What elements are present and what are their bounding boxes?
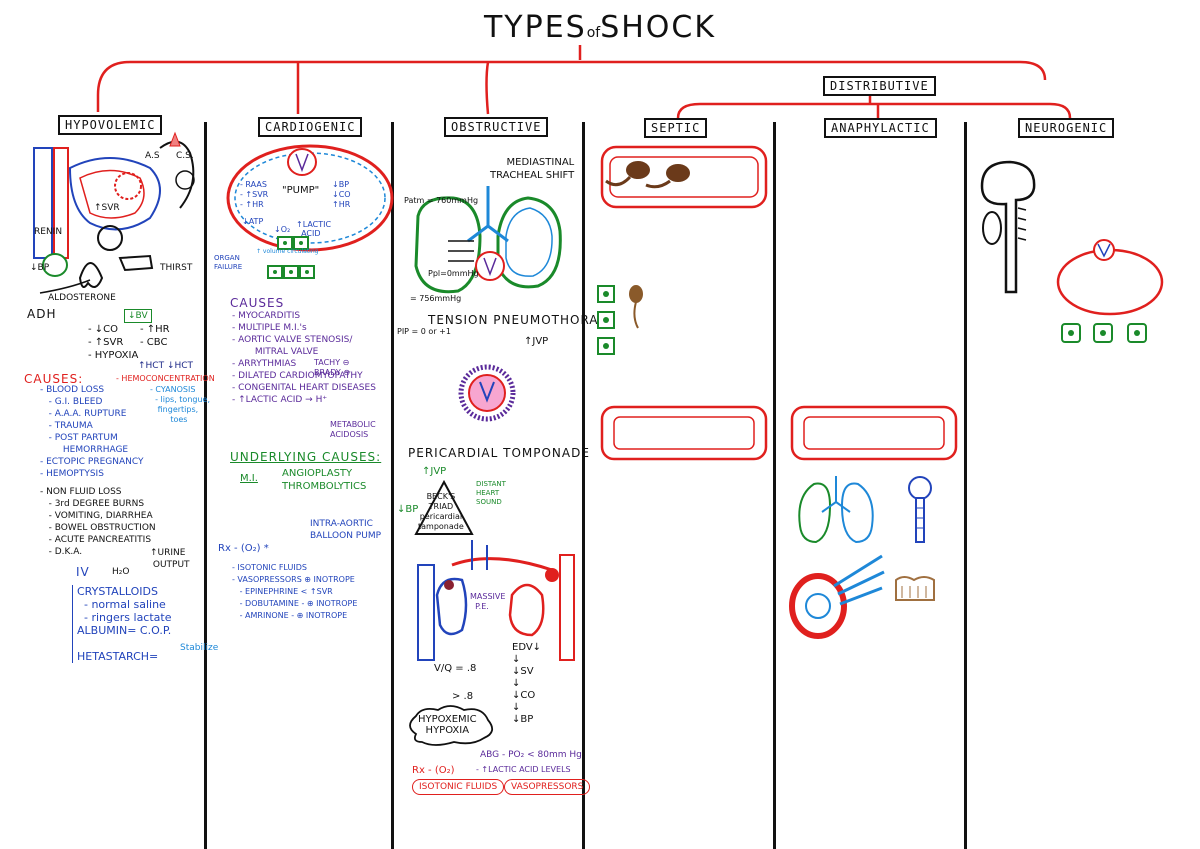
- label-bp: ↓BP: [30, 263, 50, 273]
- edv-cascade: EDV↓ ↓ ↓SV ↓ ↓CO ↓ ↓BP: [512, 642, 542, 725]
- vq-label: V/Q = .8: [434, 663, 477, 674]
- rx-cardiogenic: Rx - (O₂) *: [218, 543, 269, 554]
- treatment-list-cardiogenic: - ISOTONIC FLUIDS - VASOPRESSORS ⊕ INOTR…: [232, 563, 358, 620]
- ppl-label: Ppl=0mmHg: [428, 269, 479, 278]
- causes-list-hypovolemic: - BLOOD LOSS - G.I. BLEED - A.A.A. RUPTU…: [40, 385, 144, 479]
- o2-label: ↓O₂: [274, 225, 291, 234]
- volume-label: ↑ volume circulating: [256, 248, 319, 255]
- vq-greater-label: > .8: [452, 691, 474, 702]
- hct-label: ↑HCT ↓HCT: [138, 361, 194, 371]
- label-aldosterone: ALDOSTERONE: [48, 293, 116, 303]
- causes-list-cardiogenic: - MYOCARDITIS - MULTIPLE M.I.'s - AORTIC…: [232, 311, 376, 405]
- anaphylactic-airway: [908, 476, 932, 543]
- anaphylactic-skin-tissue: [895, 576, 935, 601]
- jvp-tamponade: ↑JVP: [422, 466, 447, 477]
- label-bv: ↓BV: [124, 309, 152, 323]
- label-as: A.S: [145, 151, 160, 161]
- causes-title-cardiogenic: CAUSES: [230, 296, 285, 310]
- mediastinal-shift-label: MEDIASTINAL TRACHEAL SHIFT: [490, 157, 575, 181]
- patm-label: Patm = 760mmHg: [404, 196, 479, 205]
- pipp-label: = 756mmHg: [410, 294, 462, 303]
- distant-heart-sound: DISTANT HEART SOUND: [476, 480, 506, 506]
- anaphylactic-vessel: [790, 405, 958, 461]
- bp-tamponade: ↓BP: [397, 504, 419, 515]
- column-divider: [773, 122, 776, 849]
- label-adh: ADH: [27, 307, 57, 321]
- metabolic-acidosis: METABOLIC ACIDOSIS: [330, 420, 376, 439]
- neurogenic-cells: [1061, 323, 1147, 343]
- cyanosis-note: - CYANOSIS - lips, tongue, fingertips, t…: [150, 385, 211, 424]
- abg-label: ABG - PO₂ < 80mm Hg: [480, 750, 582, 760]
- label-thirst: THIRST: [160, 263, 193, 273]
- rx-obstructive: Rx - (O₂): [412, 765, 455, 776]
- isotonic-fluids-pill: ISOTONIC FLUIDS: [412, 779, 505, 795]
- non-fluid-loss-list: - NON FLUID LOSS - 3rd DEGREE BURNS - VO…: [40, 487, 156, 557]
- category-cardiogenic: CARDIOGENIC: [258, 117, 363, 137]
- massive-pe-label: MASSIVE P.E.: [470, 592, 506, 611]
- underlying-treatments: ANGIOPLASTY THROMBOLYTICS: [282, 468, 367, 492]
- neurogenic-brain-spine: [980, 160, 1036, 294]
- pericardial-tamponade-title: PERICARDIAL TOMPONADE: [408, 446, 590, 460]
- label-renin: RENIN: [34, 227, 63, 237]
- category-obstructive: OBSTRUCTIVE: [444, 117, 549, 137]
- cardiogenic-circulation-illustration: [226, 144, 394, 279]
- tachy-brady: TACHY ⊖ BRADY ⊖: [314, 358, 351, 377]
- septic-blood-vessel-bacteria: [600, 145, 768, 209]
- becks-triad-triangle: [414, 479, 474, 535]
- pump-right-effects: ↓BP ↓CO ↑HR: [332, 180, 351, 209]
- stabilize-label: Stabilize: [180, 643, 219, 653]
- septic-cells-bacterium: [597, 285, 643, 355]
- iv-title: IV: [76, 565, 90, 579]
- vasopressors-pill: VASOPRESSORS: [504, 779, 591, 795]
- anaphylactic-lungs: [798, 476, 874, 544]
- underlying-causes-title: UNDERLYING CAUSES:: [230, 450, 382, 464]
- page-title: TYPESofSHOCK: [483, 10, 717, 45]
- anaphylactic-muscle-vessel: [789, 554, 885, 639]
- category-neurogenic: NEUROGENIC: [1018, 118, 1115, 138]
- hemoconcentration-label: - HEMOCONCENTRATION: [116, 374, 215, 383]
- organ-failure-label: ORGAN FAILURE: [214, 254, 243, 271]
- h2o-label: H₂O: [112, 567, 130, 577]
- septic-vessel-dilated: [600, 405, 768, 461]
- pump-left-effects: - RAAS - ↑SVR - ↑HR: [240, 180, 269, 209]
- effects-left: - ↓CO - ↑SVR - HYPOXIA: [88, 324, 139, 361]
- pneumothorax-lungs-illustration: [414, 186, 562, 294]
- pulmonary-embolism-illustration: [417, 540, 575, 661]
- column-divider: [391, 122, 394, 849]
- pump-label: "PUMP": [282, 185, 320, 196]
- lactic-acid-levels: - ↑LACTIC ACID LEVELS: [476, 765, 571, 774]
- mi-label: M.I.: [240, 473, 258, 484]
- hypoxemic-hypoxia-label: HYPOXEMIC HYPOXIA: [418, 714, 477, 736]
- hypoxemic-cloud: [409, 705, 494, 746]
- tension-pneumothorax-title: TENSION PNEUMOTHORAX: [428, 313, 608, 327]
- raas-pathway-illustration: [33, 131, 195, 294]
- category-hypovolemic: HYPOVOLEMIC: [58, 115, 163, 135]
- pip-label: PIP = 0 or +1: [397, 327, 451, 336]
- iv-fluids-list: CRYSTALLOIDS - normal saline - ringers l…: [72, 585, 172, 663]
- category-anaphylactic: ANAPHYLACTIC: [824, 118, 937, 138]
- becks-triad-label: BECK'S TRIAD pericardial tamponade: [418, 492, 464, 531]
- label-svr: ↑SVR: [94, 203, 120, 213]
- column-divider: [582, 122, 585, 849]
- category-septic: SEPTIC: [644, 118, 708, 138]
- category-distributive: DISTRIBUTIVE: [823, 76, 936, 96]
- pericardial-heart-icon: [458, 364, 516, 422]
- effects-right: - ↑HR - CBC: [140, 324, 170, 348]
- label-cs: C.S.: [176, 151, 194, 161]
- lactic-acid-label: ↑LACTIC ACID: [296, 220, 332, 238]
- urine-output-label: ↑URINE OUTPUT: [150, 548, 190, 570]
- jvp-pneumothorax: ↑JVP: [524, 336, 549, 347]
- iabp-label: INTRA-AORTIC BALLOON PUMP: [310, 519, 382, 541]
- causes-title-hypovolemic: CAUSES:: [24, 372, 84, 386]
- column-divider: [964, 122, 967, 849]
- column-divider: [204, 122, 207, 849]
- atp-label: ↓ATP: [242, 217, 264, 226]
- neurogenic-circulation: [1056, 239, 1164, 316]
